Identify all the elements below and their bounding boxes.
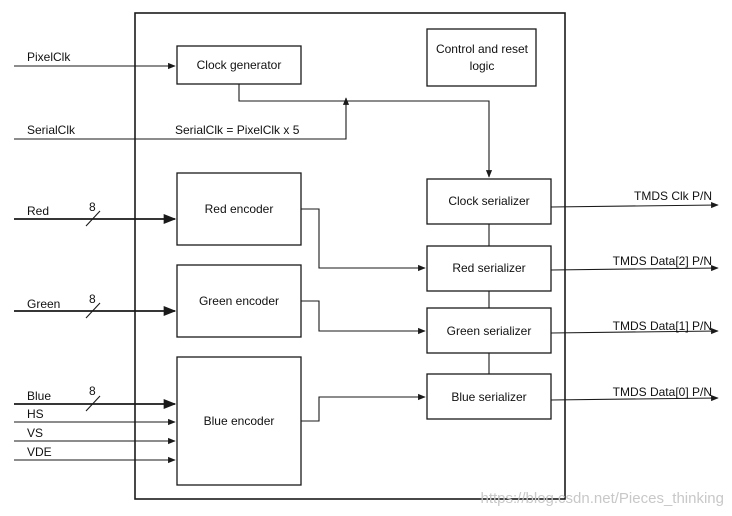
tmds-data2-label: TMDS Data[2] P/N bbox=[613, 254, 712, 268]
hs-label: HS bbox=[27, 407, 44, 421]
vde-label: VDE bbox=[27, 445, 52, 459]
control-reset-label-2: logic bbox=[470, 59, 495, 73]
red-serializer-box bbox=[426, 245, 552, 292]
tmds-clk-arrow bbox=[550, 202, 719, 209]
blue-serializer-box bbox=[426, 373, 552, 420]
blue-input-label: Blue bbox=[27, 389, 51, 403]
blue-bus-slash bbox=[85, 395, 101, 412]
blue-enc-to-ser-arrow bbox=[301, 393, 426, 422]
module-boundary bbox=[134, 12, 566, 500]
tmds-data2-arrow bbox=[550, 265, 719, 272]
green-serializer-box bbox=[426, 307, 552, 354]
serialclk-equation: SerialClk = PixelClk x 5 bbox=[175, 123, 300, 137]
green-enc-to-ser-arrow bbox=[301, 300, 426, 335]
red-encoder-box bbox=[176, 172, 302, 246]
tmds-clk-label: TMDS Clk P/N bbox=[634, 189, 712, 203]
serialclk-arrow bbox=[14, 97, 350, 140]
clockgen-to-serializer-arrow bbox=[238, 84, 493, 178]
blue-serializer-label: Blue serializer bbox=[451, 390, 526, 404]
watermark-text: https://blog.csdn.net/Pieces_thinking bbox=[481, 490, 725, 507]
clock-serializer-label: Clock serializer bbox=[448, 194, 529, 208]
green-encoder-label: Green encoder bbox=[199, 294, 279, 308]
tmds-data1-label: TMDS Data[1] P/N bbox=[613, 319, 712, 333]
serialclk-label: SerialClk bbox=[27, 123, 76, 137]
green-input-label: Green bbox=[27, 297, 60, 311]
vs-label: VS bbox=[27, 426, 43, 440]
blue-encoder-label: Blue encoder bbox=[204, 414, 275, 428]
red-encoder-label: Red encoder bbox=[205, 202, 274, 216]
pixelclk-label: PixelClk bbox=[27, 50, 71, 64]
blue-bus-width: 8 bbox=[89, 384, 96, 398]
red-enc-to-ser-arrow bbox=[301, 208, 426, 272]
clock-generator-label: Clock generator bbox=[197, 58, 282, 72]
tmds-data0-label: TMDS Data[0] P/N bbox=[613, 385, 712, 399]
red-input-label: Red bbox=[27, 204, 49, 218]
red-serializer-label: Red serializer bbox=[452, 261, 525, 275]
green-serializer-label: Green serializer bbox=[447, 324, 532, 338]
control-reset-label-1: Control and reset bbox=[436, 42, 529, 56]
control-reset-box bbox=[426, 28, 537, 87]
green-bus-width: 8 bbox=[89, 292, 96, 306]
tmds-data0-arrow bbox=[550, 395, 719, 402]
red-bus-width: 8 bbox=[89, 200, 96, 214]
tmds-data1-arrow bbox=[550, 328, 719, 335]
red-bus-slash bbox=[85, 210, 101, 227]
green-bus-slash bbox=[85, 302, 101, 319]
blue-encoder-box bbox=[176, 356, 302, 486]
